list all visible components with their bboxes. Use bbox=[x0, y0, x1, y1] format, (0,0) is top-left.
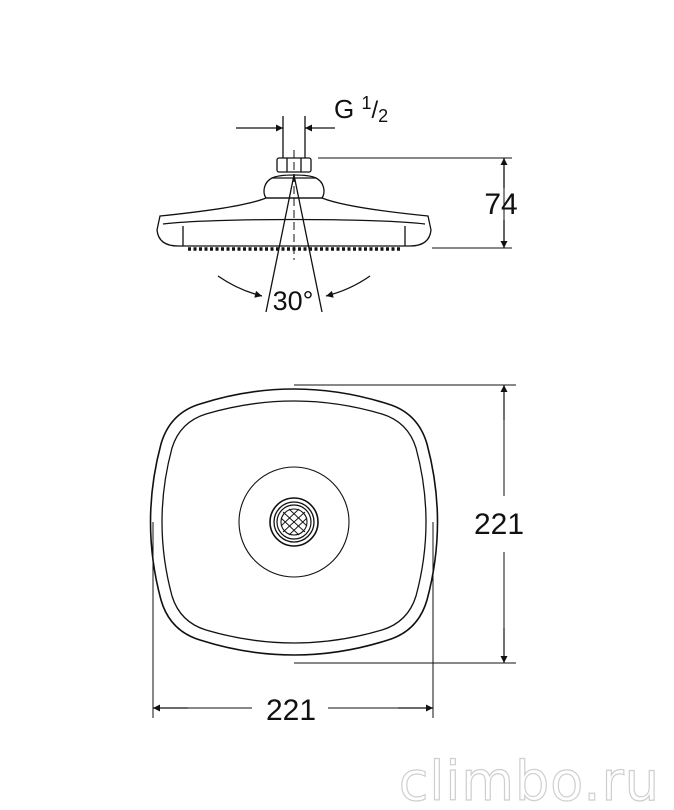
plan-center-disc bbox=[238, 466, 350, 578]
pipe-outline bbox=[282, 116, 306, 158]
height-label: 74 bbox=[484, 188, 517, 221]
plan-inner-outline bbox=[161, 400, 427, 644]
plan-height-dimension bbox=[294, 384, 516, 664]
shower-head-body bbox=[156, 197, 432, 247]
height-dimension bbox=[318, 157, 512, 249]
thread-numerator: 1 bbox=[361, 93, 371, 113]
plan-nut bbox=[269, 497, 319, 547]
swivel-lines bbox=[265, 150, 323, 313]
plan-mesh bbox=[280, 508, 308, 536]
thread-slash: / bbox=[371, 97, 378, 124]
angle-label: 30° bbox=[273, 286, 314, 316]
plan-width-dimension bbox=[152, 522, 434, 718]
thread-prefix: G bbox=[334, 94, 361, 124]
thread-denominator: 2 bbox=[378, 106, 388, 126]
angle-arc bbox=[217, 275, 371, 298]
thread-label: G 1/2 bbox=[334, 93, 388, 126]
side-view bbox=[156, 116, 512, 313]
watermark: climbo.ru bbox=[399, 750, 660, 810]
plan-view bbox=[149, 384, 516, 718]
plan-width-label: 221 bbox=[266, 694, 316, 727]
plan-height-label: 221 bbox=[474, 508, 524, 541]
plan-outer-outline bbox=[149, 388, 439, 656]
